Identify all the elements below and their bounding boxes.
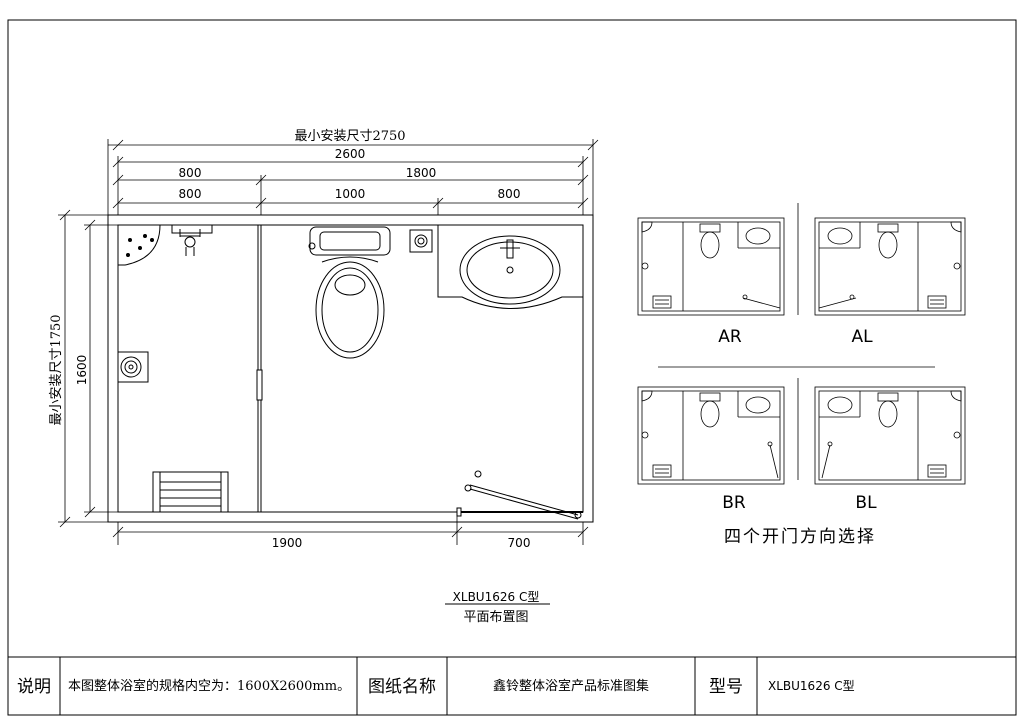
dim-total-width: 2600 — [335, 147, 366, 161]
model-label: 型号 — [709, 677, 743, 697]
bottom-dimensions — [112, 512, 589, 545]
desc-label: 说明 — [17, 677, 51, 697]
option-br-plan — [637, 386, 785, 485]
dim-seg-a2: 1800 — [406, 166, 437, 180]
name-label: 图纸名称 — [368, 677, 436, 697]
option-bl-plan — [814, 386, 966, 485]
entry-door — [456, 470, 583, 520]
title-block — [7, 656, 1017, 716]
dim-seg-b2: 1000 — [335, 187, 366, 201]
washbasin — [437, 225, 583, 309]
top-dimensions — [107, 139, 599, 215]
dim-bottom-1: 1900 — [272, 536, 303, 550]
drawing-subtitle: 平面布置图 — [463, 610, 528, 625]
option-ar-plan — [637, 217, 785, 316]
option-al-plan — [814, 217, 966, 316]
dim-depth: 1600 — [75, 355, 89, 386]
options-caption: 四个开门方向选择 — [724, 527, 876, 547]
wall-outlet — [409, 229, 433, 253]
dim-min-install-width: 最小安装尺寸2750 — [294, 129, 405, 144]
toilet — [308, 226, 391, 359]
corner-shelf — [117, 224, 161, 266]
name-text: 鑫铃整体浴室产品标准图集 — [493, 678, 649, 694]
dim-seg-a1: 800 — [179, 166, 202, 180]
desc-text: 本图整体浴室的规格内空为：1600X2600mm。 — [68, 678, 350, 694]
floor-drain — [117, 351, 149, 383]
dim-min-install-depth: 最小安装尺寸1750 — [49, 314, 64, 425]
option-bl-label: BL — [855, 493, 877, 513]
shower-stool — [152, 471, 229, 513]
drawing-title: XLBU1626 C型 — [453, 590, 540, 604]
option-ar-label: AR — [718, 327, 742, 347]
outer-wall — [107, 214, 594, 523]
dim-seg-b3: 800 — [498, 187, 521, 201]
dim-bottom-2: 700 — [508, 536, 531, 550]
option-br-label: BR — [722, 493, 746, 513]
left-dimensions — [58, 209, 118, 528]
model-text: XLBU1626 C型 — [768, 679, 855, 693]
option-separators — [658, 203, 935, 480]
option-al-label: AL — [851, 327, 873, 347]
main-plan — [107, 214, 594, 523]
dim-seg-b1: 800 — [179, 187, 202, 201]
shower-mixer — [171, 224, 213, 256]
